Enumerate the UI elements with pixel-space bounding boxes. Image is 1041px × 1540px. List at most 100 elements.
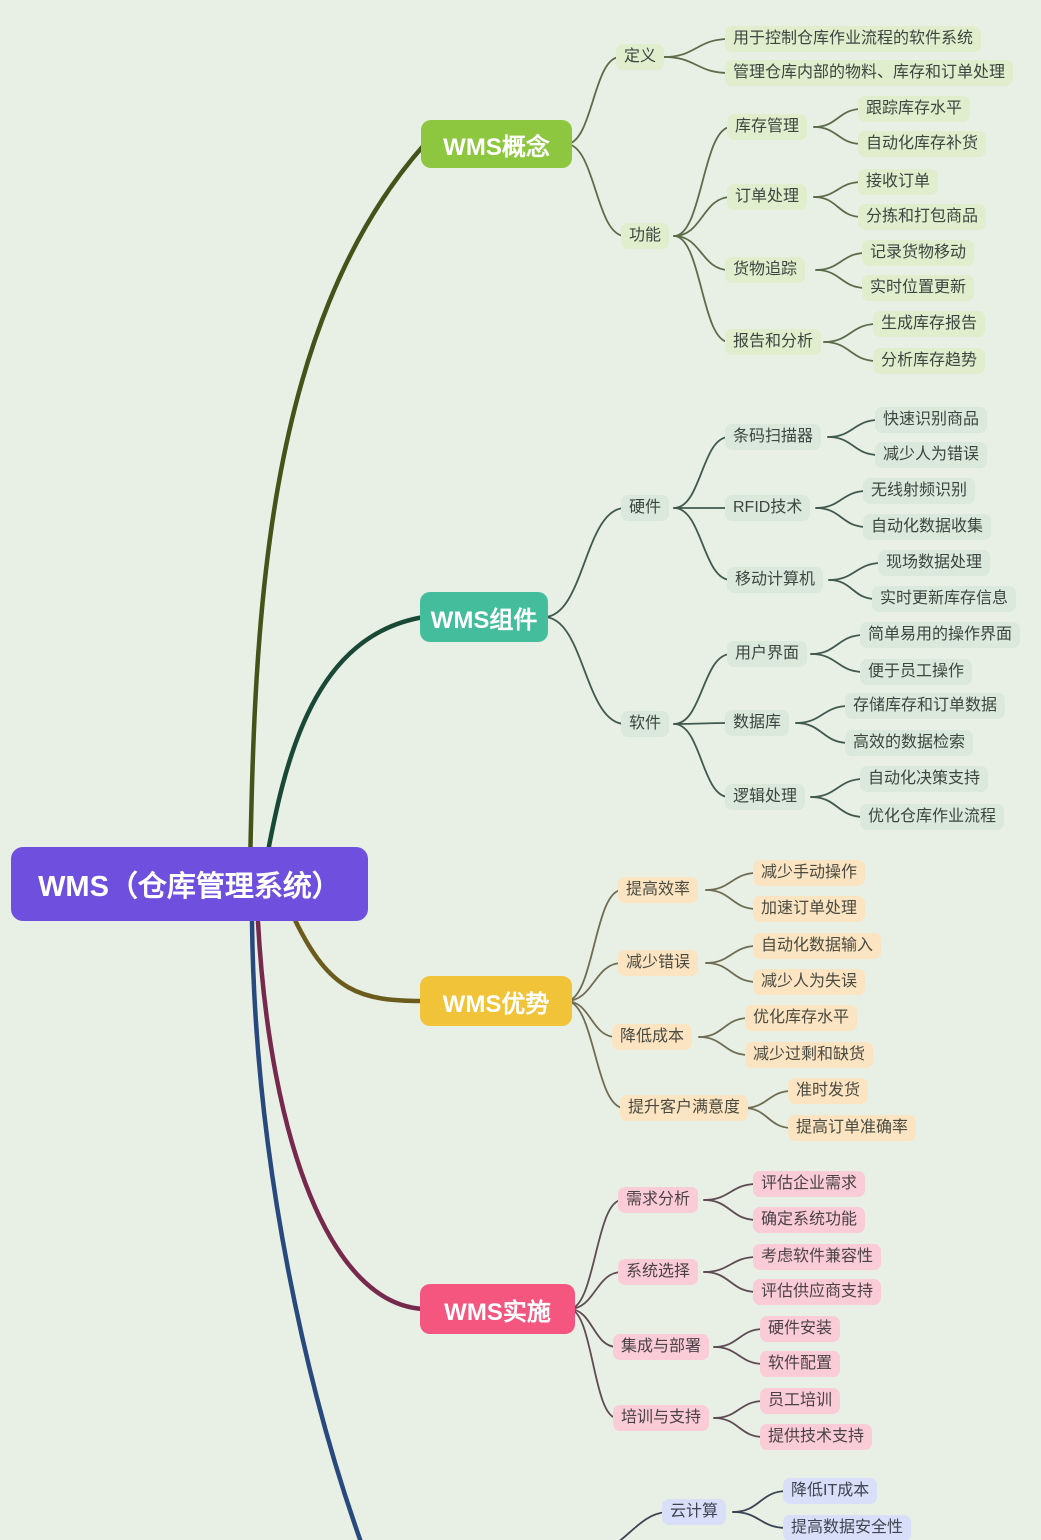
mindmap-node[interactable]: 加速订单处理 <box>753 896 866 922</box>
branch-node[interactable]: WMS概念 <box>421 120 572 168</box>
mindmap-node[interactable]: 现场数据处理 <box>878 550 991 576</box>
connector-link <box>705 872 758 891</box>
mindmap-node[interactable]: 用于控制仓库作业流程的软件系统 <box>725 26 982 52</box>
mindmap-node[interactable]: 生成库存报告 <box>873 311 986 337</box>
mindmap-node[interactable]: 减少人为失误 <box>753 969 866 995</box>
mindmap-node[interactable]: 优化库存水平 <box>745 1005 858 1031</box>
mindmap-node[interactable]: 云计算 <box>662 1499 727 1525</box>
connector-link <box>815 252 867 271</box>
mindmap-node[interactable]: 数据库 <box>725 710 790 736</box>
mindmap-node[interactable]: 考虑软件兼容性 <box>753 1244 882 1270</box>
connector-link <box>673 723 730 798</box>
mindmap-node[interactable]: 报告和分析 <box>725 329 822 355</box>
mindmap-node[interactable]: 减少手动操作 <box>753 860 866 886</box>
mindmap-node[interactable]: 减少人为错误 <box>875 442 988 468</box>
mindmap-node[interactable]: 高效的数据检索 <box>845 730 974 756</box>
connector-link <box>705 945 758 964</box>
connector-link <box>673 126 732 237</box>
connector-link <box>827 419 880 438</box>
mindmap-node[interactable]: 条码扫描器 <box>725 424 822 450</box>
connector-link <box>732 1511 788 1529</box>
mindmap-node[interactable]: 降低IT成本 <box>783 1478 878 1504</box>
mindmap-node[interactable]: 提高数据安全性 <box>783 1515 912 1540</box>
mindmap-node[interactable]: 定义 <box>616 44 665 70</box>
branch-node[interactable]: WMS优势 <box>420 976 572 1026</box>
connector-link <box>663 56 730 74</box>
connector-link <box>743 1107 793 1129</box>
mindmap-node[interactable]: 记录货物移动 <box>862 240 975 266</box>
mindmap-node[interactable]: 分拣和打包商品 <box>858 204 987 230</box>
mindmap-node[interactable]: 自动化库存补货 <box>858 131 987 157</box>
mindmap-node[interactable]: 自动化决策支持 <box>860 766 989 792</box>
connector-link <box>810 634 865 655</box>
mindmap-node[interactable]: 提供技术支持 <box>760 1424 873 1450</box>
connector-link <box>568 1199 623 1310</box>
mindmap-node[interactable]: 减少过剩和缺货 <box>745 1042 874 1068</box>
mindmap-node[interactable]: 移动计算机 <box>727 567 824 593</box>
trunk-curve <box>255 919 427 1312</box>
mindmap-node[interactable]: 分析库存趋势 <box>873 348 986 374</box>
connector-link <box>795 722 850 744</box>
connector-link <box>743 1090 793 1109</box>
mindmap-node[interactable]: 快速识别商品 <box>875 407 988 433</box>
connector-link <box>565 56 621 145</box>
connector-link <box>705 962 758 983</box>
mindmap-node[interactable]: 货物追踪 <box>725 257 806 283</box>
connector-link <box>828 579 877 600</box>
mindmap-node[interactable]: 逻辑处理 <box>725 784 806 810</box>
mindmap-node[interactable]: 管理仓库内部的物料、库存和订单处理 <box>725 60 1014 86</box>
mindmap-node[interactable]: 接收订单 <box>858 169 939 195</box>
mindmap-node[interactable]: 简单易用的操作界面 <box>860 622 1021 648</box>
connector-link <box>705 889 758 910</box>
connector-link <box>565 889 623 1002</box>
mindmap-node[interactable]: 跟踪库存水平 <box>858 96 971 122</box>
connector-link <box>713 1346 765 1365</box>
mindmap-node[interactable]: 自动化数据收集 <box>863 514 992 540</box>
mindmap-node[interactable]: 订单处理 <box>727 184 808 210</box>
connector-link <box>673 235 730 271</box>
branch-node[interactable]: WMS实施 <box>420 1284 575 1334</box>
mindmap-node[interactable]: 库存管理 <box>727 114 808 140</box>
mindmap-node[interactable]: 软件配置 <box>760 1351 841 1377</box>
trunk-curve <box>247 142 427 871</box>
mindmap-node[interactable]: 降低成本 <box>612 1024 693 1050</box>
mindmap-node[interactable]: 硬件安装 <box>760 1316 841 1342</box>
mindmap-node[interactable]: 评估供应商支持 <box>753 1279 882 1305</box>
mindmap-node[interactable]: 无线射频识别 <box>863 478 976 504</box>
connector-link <box>663 38 730 58</box>
mindmap-node[interactable]: 减少错误 <box>618 950 699 976</box>
mindmap-node[interactable]: 集成与部署 <box>613 1334 710 1360</box>
connector-link <box>568 1308 618 1419</box>
mindmap-node[interactable]: 提升客户满意度 <box>620 1095 749 1121</box>
mindmap-node[interactable]: 硬件 <box>621 495 670 521</box>
connector-link <box>813 196 863 218</box>
mindmap-node[interactable]: RFID技术 <box>725 495 811 521</box>
mindmap-node[interactable]: 实时位置更新 <box>862 275 975 301</box>
mindmap-node[interactable]: 自动化数据输入 <box>753 933 882 959</box>
connector-link <box>565 962 623 1002</box>
branch-node[interactable]: WMS组件 <box>420 592 548 642</box>
mindmap-node[interactable]: 需求分析 <box>618 1187 699 1213</box>
mindmap-node[interactable]: 实时更新库存信息 <box>872 586 1017 612</box>
mindmap-node[interactable]: 员工培训 <box>760 1388 841 1414</box>
mindmap-node[interactable]: 用户界面 <box>727 641 808 667</box>
mindmap-node[interactable]: 系统选择 <box>618 1259 699 1285</box>
mindmap-node[interactable]: 提高效率 <box>618 877 699 903</box>
mindmap-node[interactable]: 提高订单准确率 <box>788 1115 917 1141</box>
mindmap-node[interactable]: 存储库存和订单数据 <box>845 693 1006 719</box>
mindmap-node[interactable]: 确定系统功能 <box>753 1207 866 1233</box>
mindmap-node[interactable]: 功能 <box>621 223 670 249</box>
connector-link <box>543 616 626 725</box>
mindmap-node[interactable]: 评估企业需求 <box>753 1171 866 1197</box>
mindmap-node[interactable]: 准时发货 <box>788 1078 869 1104</box>
mindmap-node[interactable]: 便于员工操作 <box>860 659 973 685</box>
mindmap-node[interactable]: 软件 <box>621 711 670 737</box>
mindmap-node[interactable]: 优化仓库作业流程 <box>860 804 1005 830</box>
mindmap-node[interactable]: 培训与支持 <box>613 1405 710 1431</box>
connector-link <box>827 436 880 456</box>
root-node[interactable]: WMS（仓库管理系统） <box>11 847 368 921</box>
connector-link <box>713 1328 765 1348</box>
connector-link <box>823 323 878 343</box>
